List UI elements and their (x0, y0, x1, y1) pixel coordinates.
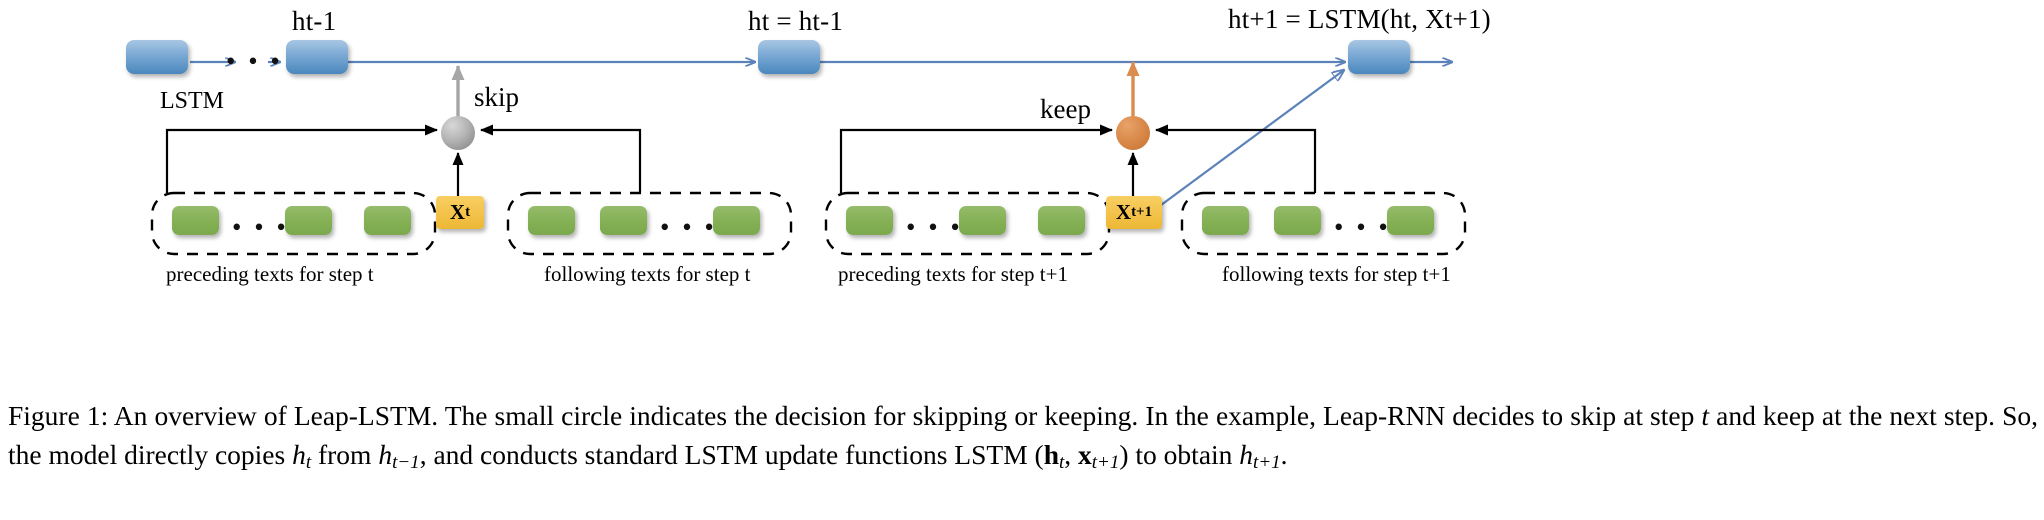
skip-inputs (165, 124, 642, 196)
caption-part-4: , and conducts standard LSTM update func… (419, 439, 1044, 471)
caption-var-t: t (1701, 400, 1710, 431)
text-box (713, 206, 760, 235)
caption-part-6: ) to obtain (1119, 439, 1240, 471)
caption-part-2: and keep at the next step. So, the model… (8, 400, 2038, 471)
group-label-following-t: following texts for step t (544, 262, 751, 286)
caption-var-h-tp1: h (1239, 439, 1254, 471)
group-ellipsis-preceding-t: • • • (232, 212, 289, 242)
state-label-h-prev: ht-1 (292, 6, 337, 36)
keep-label: keep (1040, 94, 1091, 124)
caption-var-h-t-sub: t (305, 452, 312, 474)
lstm-box-initial (126, 40, 188, 74)
group-ellipsis-preceding-t1: • • • (906, 212, 963, 242)
group-label-preceding-t: preceding texts for step t (166, 262, 374, 286)
caption-var-h-tm1-sub: t−1 (392, 452, 420, 474)
caption-var-h-t: h (292, 439, 306, 471)
input-x-t1-sub: t+1 (1131, 204, 1153, 220)
caption-var-h-tm1: h (378, 439, 393, 471)
skip-label: skip (474, 82, 520, 112)
text-box (364, 206, 411, 235)
caption-var-bold-h: h (1043, 439, 1059, 471)
state-label-h-next: ht+1 = LSTM(ht, Xt+1) (1228, 4, 1491, 34)
skip-decision-circle (441, 116, 475, 150)
text-box (528, 206, 575, 235)
keep-inputs (839, 124, 1317, 196)
text-box (1038, 206, 1085, 235)
figure-caption: Figure 1: An overview of Leap-LSTM. The … (8, 396, 2038, 477)
caption-part-5: , (1064, 439, 1079, 471)
lstm-box-h-next (1348, 40, 1410, 74)
chain-ellipsis: • • • (226, 46, 283, 76)
text-box (600, 206, 647, 235)
text-box (846, 206, 893, 235)
caption-var-bold-h-sub: t (1058, 452, 1065, 474)
text-box (1274, 206, 1321, 235)
group-ellipsis-following-t: • • • (660, 212, 717, 242)
group-ellipsis-following-t1: • • • (1334, 212, 1391, 242)
text-box (172, 206, 219, 235)
caption-var-h-tp1-sub: t+1 (1253, 452, 1281, 474)
input-to-state-arrow (1129, 70, 1344, 229)
group-outlines (150, 191, 1467, 256)
caption-part-3: from (311, 439, 379, 471)
caption-part-1: Figure 1: An overview of Leap-LSTM. The … (8, 400, 1702, 431)
lstm-box-h-prev (286, 40, 348, 74)
caption-var-bold-x-sub: t+1 (1091, 452, 1120, 474)
caption-var-bold-x: x (1078, 439, 1092, 471)
group-label-preceding-t1: preceding texts for step t+1 (838, 262, 1068, 286)
state-label-h-t: ht = ht-1 (748, 6, 844, 36)
lstm-box-h-t (758, 40, 820, 74)
text-box (959, 206, 1006, 235)
input-x-t-sub: t (465, 204, 471, 220)
input-x-t-main: X (449, 200, 466, 224)
group-label-following-t1: following texts for step t+1 (1222, 262, 1451, 286)
keep-decision-circle (1116, 116, 1150, 150)
lstm-caption-label: LSTM (160, 88, 225, 114)
input-x-t1-main: X (1115, 200, 1132, 224)
caption-part-7: . (1280, 439, 1288, 471)
text-box (285, 206, 332, 235)
text-box (1387, 206, 1434, 235)
text-box (1202, 206, 1249, 235)
